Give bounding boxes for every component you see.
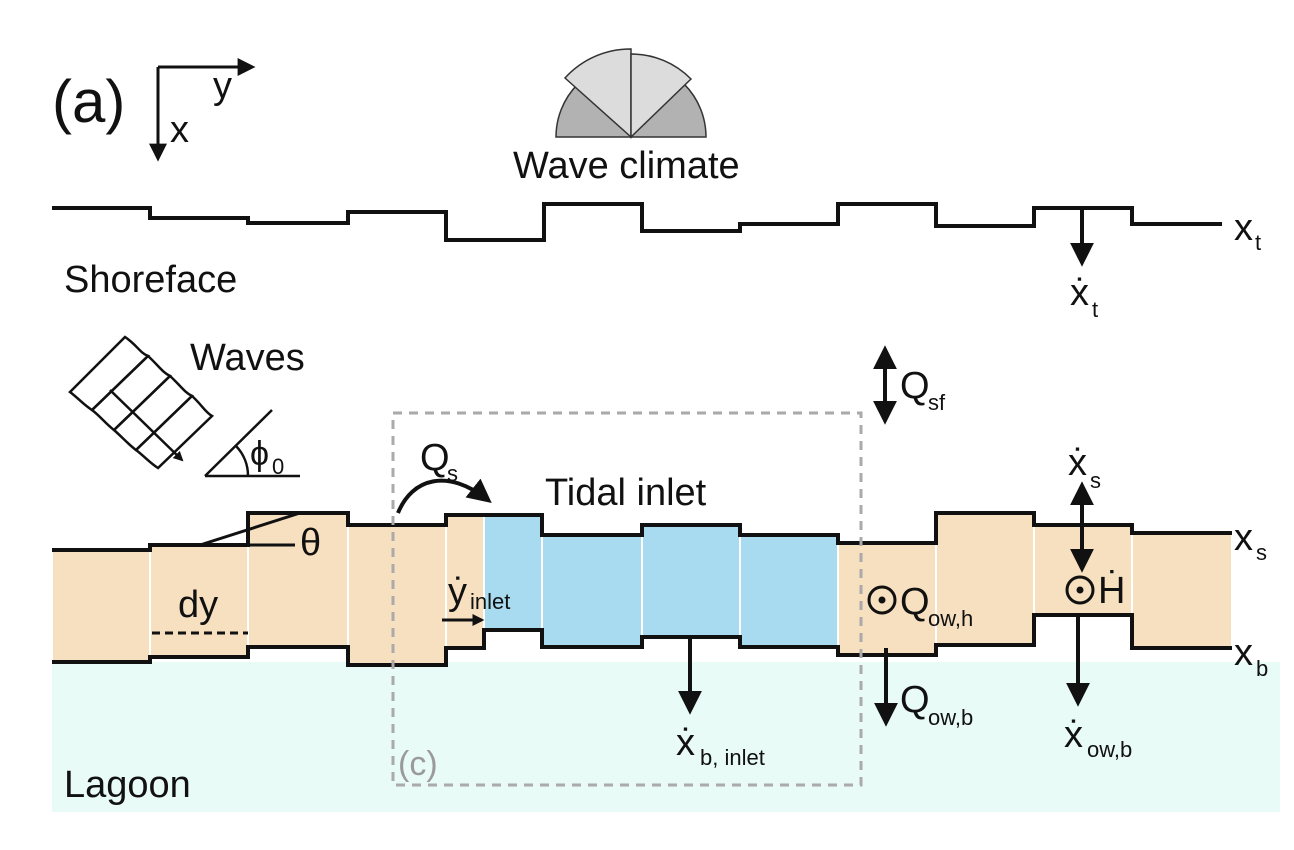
shoreface-label: Shoreface [64,259,237,301]
xowb-label: ẋ [1064,714,1083,756]
panel-label: (a) [52,68,125,135]
theta-label: θ [300,522,321,564]
qs-label-sub: s [447,461,458,486]
qowb-label-sub: ow,b [928,705,973,730]
qowh-out-of-page-dot [878,596,886,604]
qowh-label: Q [900,581,930,623]
waves-icon [68,335,215,470]
qs-arrow [396,478,492,514]
wave-climate-rose [555,48,707,139]
theta-slope-line [199,511,301,547]
h-out-of-page-dot [1076,586,1084,594]
barrier-cell [247,512,349,648]
tidal-inlet-label: Tidal inlet [545,472,707,514]
barrier-cell [51,549,151,663]
shoreline-xs [52,511,1232,552]
wave-angle-label: ϕ [250,435,269,473]
y-axis-label: y [213,65,232,107]
qowh-label-sub: ow,h [928,606,973,631]
inlet-cell [541,534,643,648]
xs-label-sub: s [1256,540,1267,565]
xb-label: x [1234,632,1253,674]
coordinate-axes: y x [149,58,256,162]
qowb-label: Q [900,679,930,721]
xb-label-sub: b [1256,656,1268,681]
xt-rate-label: ẋ [1070,272,1089,314]
barrier-cell [347,524,447,666]
wave-angle-label-sub: 0 [272,454,284,479]
qsf-label-sub: sf [928,390,946,415]
inlet-rate-label: ẏ [448,571,467,613]
qs-label: Q [420,437,450,479]
barrier-cells [51,512,1233,666]
inset-box [391,411,863,787]
inlet-cell [739,534,839,648]
lagoon-label: Lagoon [64,764,191,806]
inlet-cells [483,514,839,648]
xs-rate-label-sub: s [1090,468,1101,493]
xt-label-sub: t [1255,230,1261,255]
inlet-cell [641,524,741,638]
wave-rose-petal [630,53,693,139]
dy-label: dy [178,584,218,626]
xs-label: x [1234,517,1253,559]
qowh-out-of-page-icon [867,585,897,615]
h-out-of-page-icon [1065,575,1095,605]
wave-rose-petal [563,48,632,139]
inlet-rate-label-sub: inlet [470,589,510,614]
wave-angle-icon [204,409,300,478]
xt-rate-label-sub: t [1092,297,1098,322]
inset-label: (c) [398,745,438,783]
x-axis-label: x [170,109,189,151]
shoreface-xt [52,202,1222,242]
qsf-label: Q [900,365,930,407]
waves-label: Waves [190,337,305,379]
xowb-label-sub: ow,b [1087,737,1132,762]
barrier-cell [1131,532,1233,649]
backbarrier-xb [52,613,1232,667]
xs-rate-label: ẋ [1068,442,1087,484]
h-rate-label: Ḣ [1098,569,1125,612]
xb-inlet-label-sub: b, inlet [700,745,765,770]
wave-climate-label: Wave climate [513,145,740,187]
xt-label: x [1234,207,1253,249]
xb-inlet-label: ẋ [676,722,695,764]
